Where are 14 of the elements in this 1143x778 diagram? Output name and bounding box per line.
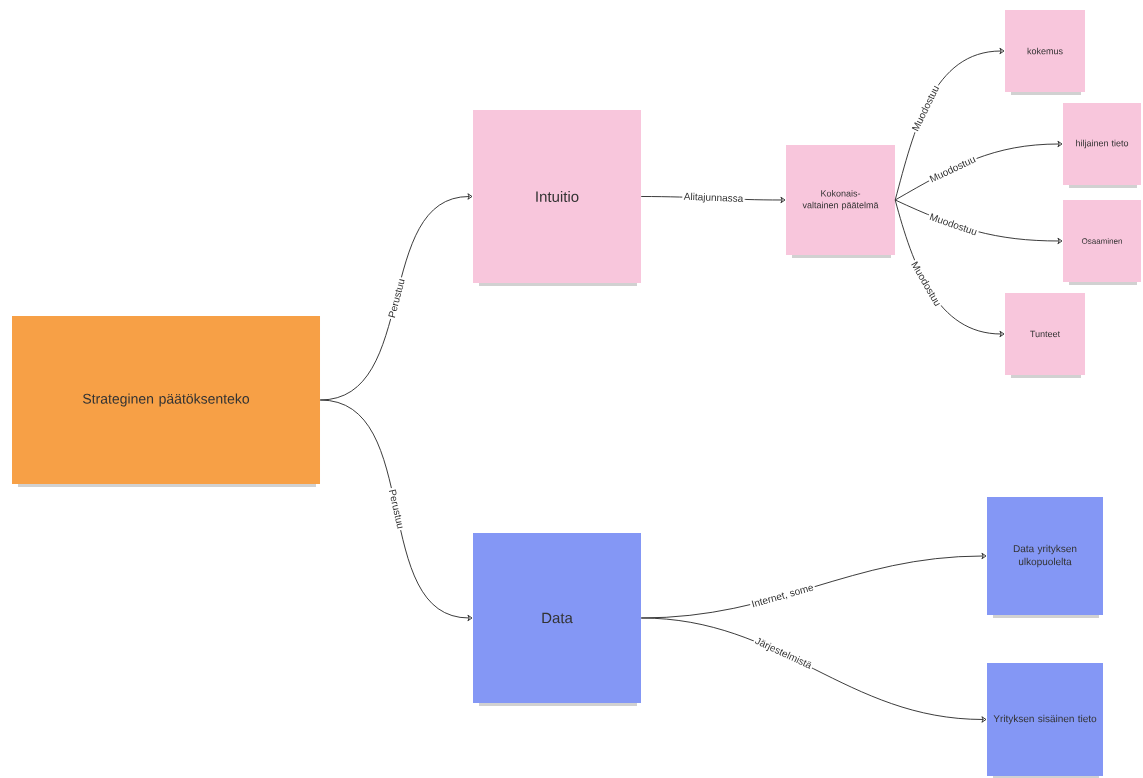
sticky-note: Kokonais-valtainen päätelmä [786, 145, 895, 255]
edge-label: Perustuu [389, 489, 403, 529]
sticky-note: kokemus [1005, 10, 1085, 92]
sticky-note: Intuitio [473, 110, 641, 283]
sticky-note: Data yrityksen ulkopuolelta [987, 497, 1103, 615]
edge-label: Alitajunnassa [683, 192, 744, 203]
sticky-note: Osaaminen [1063, 200, 1141, 282]
sticky-note: Data [473, 533, 641, 703]
sticky-note: Yrityksen sisäinen tieto [987, 663, 1103, 776]
edge-label: Perustuu [388, 279, 405, 318]
sticky-note: Tunteet [1005, 293, 1085, 375]
sticky-note: hiljainen tieto [1063, 103, 1141, 185]
edge-label: Internet, some [751, 585, 814, 608]
sticky-note: Strateginen päätöksenteko [12, 316, 320, 484]
